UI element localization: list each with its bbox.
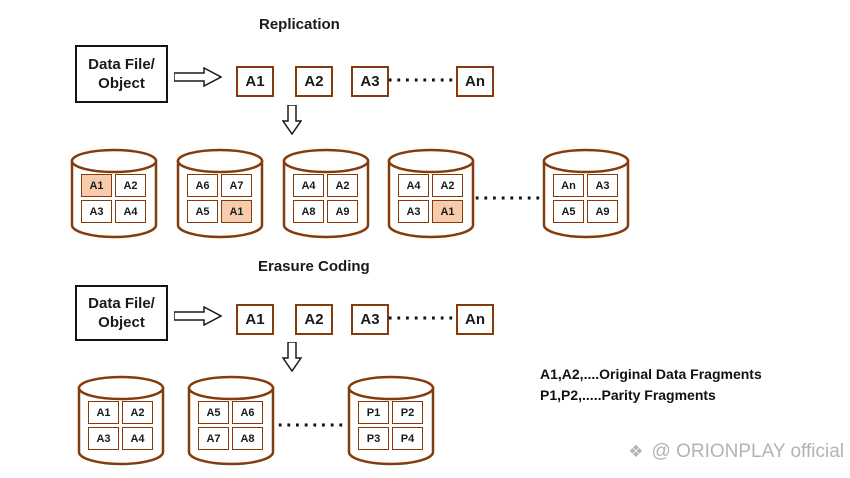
disk-cell: P4 <box>392 427 423 450</box>
fragment-a2: A2 <box>295 66 333 97</box>
disk-cells: A1 A2 A3 A4 <box>81 174 146 223</box>
disk-cell: P2 <box>392 401 423 424</box>
disk-cell: A2 <box>432 174 463 197</box>
fragment-a1: A1 <box>236 304 274 335</box>
disk-cell: A3 <box>587 174 618 197</box>
ellipsis-dots: ········ <box>474 188 544 210</box>
disk-cell: A2 <box>122 401 153 424</box>
watermark-text: @ ORIONPLAY official <box>651 441 844 462</box>
disk-cell: A4 <box>115 200 146 223</box>
fragment-a3: A3 <box>351 66 389 97</box>
disk-cell: A2 <box>115 174 146 197</box>
disk-cells: An A3 A5 A9 <box>553 174 618 223</box>
disk-cell: A1 <box>432 200 463 223</box>
disk-cell: A8 <box>293 200 324 223</box>
disk-cells: A6 A7 A5 A1 <box>187 174 252 223</box>
disk-cell: A5 <box>187 200 218 223</box>
diamond-icon: ❖ <box>628 442 644 462</box>
right-arrow-icon <box>174 67 222 87</box>
disk-cell: A6 <box>232 401 263 424</box>
erasure-disk-parity: P1 P2 P3 P4 <box>346 374 436 466</box>
legend-original-fragments: A1,A2,....Original Data Fragments <box>540 366 762 382</box>
fragment-a3: A3 <box>351 304 389 335</box>
fragment-a1: A1 <box>236 66 274 97</box>
disk-cell: A3 <box>398 200 429 223</box>
disk-cell: A9 <box>587 200 618 223</box>
disk-cell: A6 <box>187 174 218 197</box>
replication-disk-1: A1 A2 A3 A4 <box>69 147 159 239</box>
erasure-source-box: Data File/ Object <box>75 285 168 341</box>
disk-cell: A1 <box>81 174 112 197</box>
ellipsis-dots: ········ <box>277 415 347 437</box>
disk-cell: A9 <box>327 200 358 223</box>
disk-cells: A5 A6 A7 A8 <box>198 401 263 450</box>
legend-parity-fragments: P1,P2,.....Parity Fragments <box>540 387 716 403</box>
erasure-disk-2: A5 A6 A7 A8 <box>186 374 276 466</box>
down-arrow-icon <box>282 105 302 135</box>
ellipsis-dots: ········ <box>387 308 457 330</box>
disk-cell: A1 <box>88 401 119 424</box>
erasure-disk-1: A1 A2 A3 A4 <box>76 374 166 466</box>
disk-cells: A4 A2 A8 A9 <box>293 174 358 223</box>
replication-title: Replication <box>259 16 340 33</box>
disk-cell: P1 <box>358 401 389 424</box>
replication-disk-2: A6 A7 A5 A1 <box>175 147 265 239</box>
disk-cell: A3 <box>88 427 119 450</box>
fragment-an: An <box>456 304 494 335</box>
disk-cell: A8 <box>232 427 263 450</box>
disk-cells: A1 A2 A3 A4 <box>88 401 153 450</box>
disk-cell: A5 <box>553 200 584 223</box>
ellipsis-dots: ········ <box>387 70 457 92</box>
down-arrow-icon <box>282 342 302 372</box>
replication-disk-3: A4 A2 A8 A9 <box>281 147 371 239</box>
disk-cell: A5 <box>198 401 229 424</box>
disk-cell: A2 <box>327 174 358 197</box>
disk-cell: A4 <box>293 174 324 197</box>
disk-cell: A3 <box>81 200 112 223</box>
disk-cell: P3 <box>358 427 389 450</box>
replication-source-box: Data File/ Object <box>75 45 168 103</box>
right-arrow-icon <box>174 306 222 326</box>
disk-cell: A7 <box>221 174 252 197</box>
disk-cells: P1 P2 P3 P4 <box>358 401 423 450</box>
watermark: ❖ @ ORIONPLAY official <box>628 441 844 463</box>
replication-disk-n: An A3 A5 A9 <box>541 147 631 239</box>
disk-cell: A1 <box>221 200 252 223</box>
replication-disk-4: A4 A2 A3 A1 <box>386 147 476 239</box>
disk-cell: A7 <box>198 427 229 450</box>
fragment-a2: A2 <box>295 304 333 335</box>
disk-cell: An <box>553 174 584 197</box>
fragment-an: An <box>456 66 494 97</box>
disk-cells: A4 A2 A3 A1 <box>398 174 463 223</box>
disk-cell: A4 <box>398 174 429 197</box>
disk-cell: A4 <box>122 427 153 450</box>
erasure-title: Erasure Coding <box>258 258 370 275</box>
